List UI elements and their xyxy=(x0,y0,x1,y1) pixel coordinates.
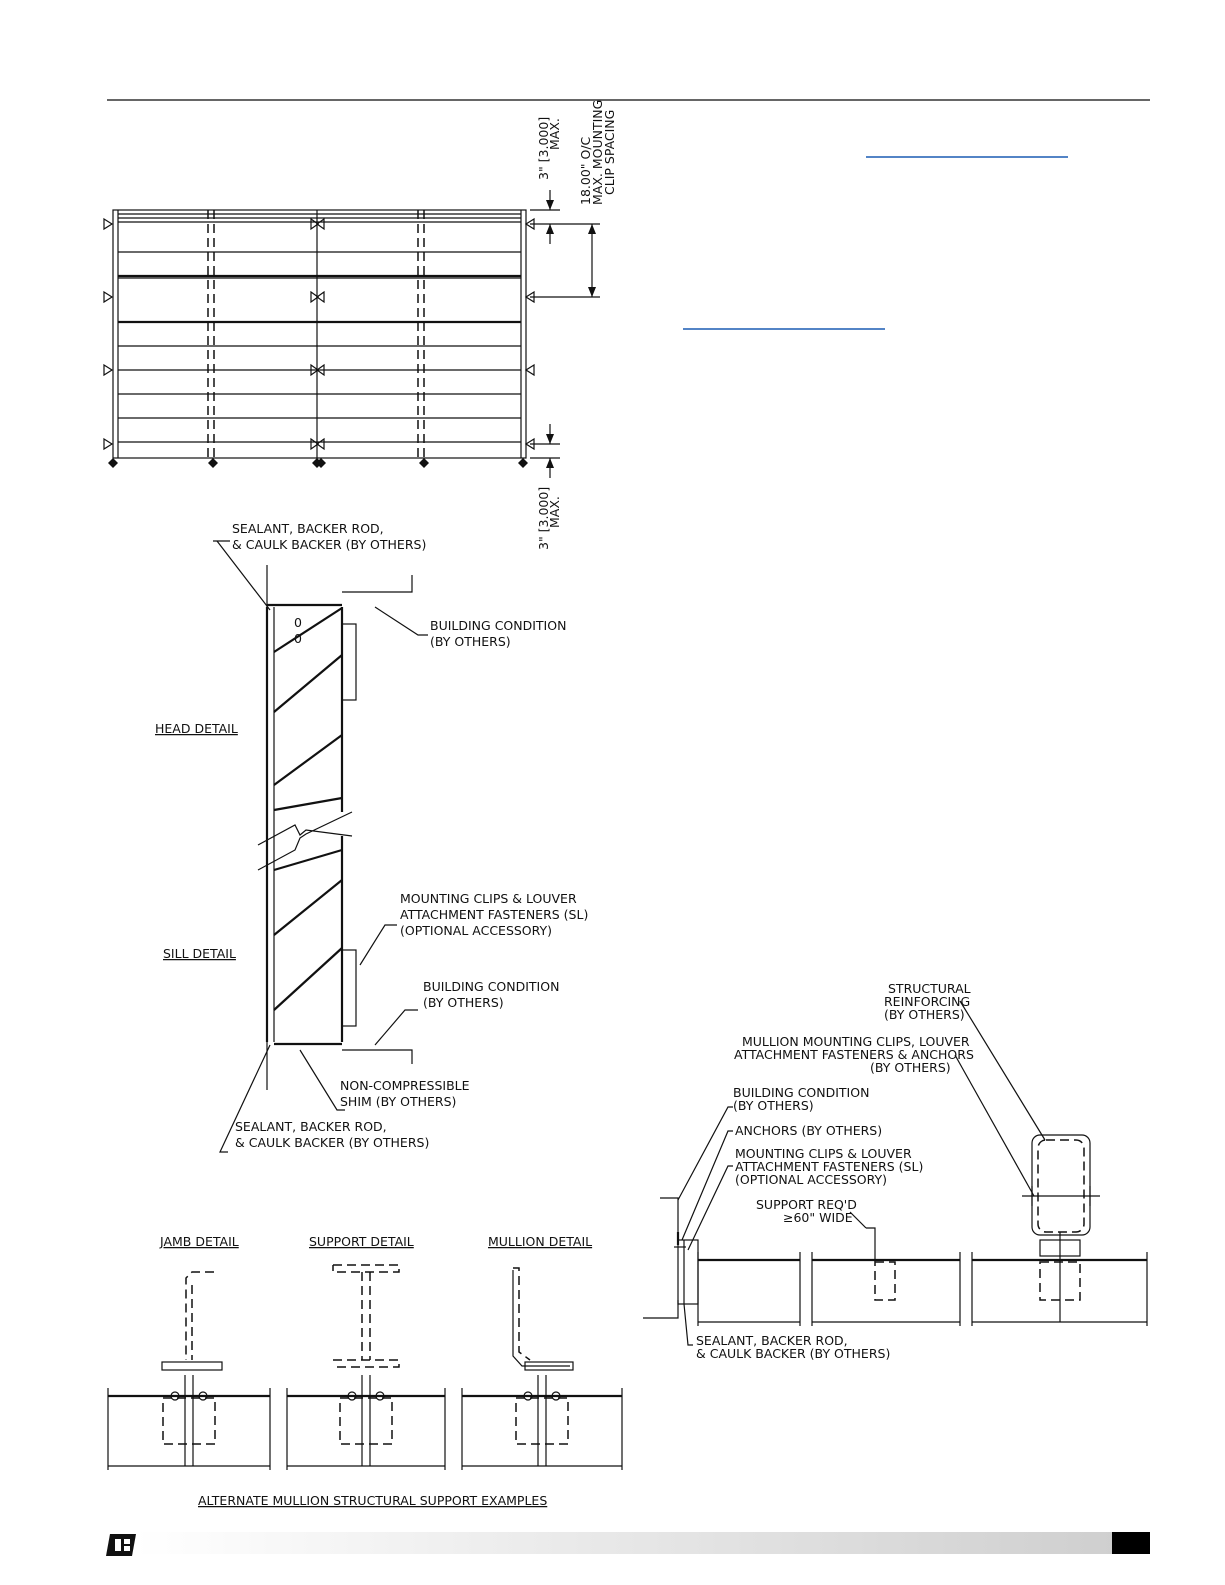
sealant-top-line1: SEALANT, BACKER ROD, xyxy=(232,521,384,536)
alternates-caption: ALTERNATE MULLION STRUCTURAL SUPPORT EXA… xyxy=(198,1493,547,1508)
plan-anchors: ANCHORS (BY OTHERS) xyxy=(735,1123,882,1138)
head-detail-label: HEAD DETAIL xyxy=(155,721,238,736)
structural-line1: STRUCTURAL xyxy=(888,981,971,996)
company-logo-icon xyxy=(106,1534,136,1556)
dim-spacing-line3: CLIP SPACING xyxy=(602,110,617,195)
mullion-clips-line3: (BY OTHERS) xyxy=(870,1060,951,1075)
plan-building-line1: BUILDING CONDITION xyxy=(733,1085,869,1100)
jamb-detail-label: JAMB DETAIL xyxy=(159,1234,239,1249)
plan-clips-line3: (OPTIONAL ACCESSORY) xyxy=(735,1172,887,1187)
structural-line3: (BY OTHERS) xyxy=(884,1007,965,1022)
building-bottom-line1: BUILDING CONDITION xyxy=(423,979,559,994)
support-detail-label: SUPPORT DETAIL xyxy=(309,1234,414,1249)
alternate-support-details: JAMB DETAIL SUPPORT DETAIL MULLION DETAI… xyxy=(107,1234,623,1508)
dim-bottom-max: MAX. xyxy=(547,496,562,528)
support-line2: ≥60" WIDE xyxy=(783,1210,853,1225)
mullion-clips-line2: ATTACHMENT FASTENERS & ANCHORS xyxy=(734,1047,974,1062)
plan-sealant-line1: SEALANT, BACKER ROD, xyxy=(696,1333,848,1348)
dim-spacing-line2: MAX. MOUNTING xyxy=(590,100,605,205)
mullion-detail-label: MULLION DETAIL xyxy=(488,1234,592,1249)
svg-text:0: 0 xyxy=(294,631,302,646)
dim-top-max: MAX. xyxy=(547,118,562,150)
sill-detail-label: SILL DETAIL xyxy=(163,946,236,961)
building-top-line2: (BY OTHERS) xyxy=(430,634,511,649)
shim-line1: NON-COMPRESSIBLE xyxy=(340,1078,470,1093)
louver-section: 0 0 SEALANT, BACKER ROD, & CAULK BACKER … xyxy=(155,521,588,1153)
dim-bottom-value: 3" [3.000] xyxy=(536,487,551,550)
dim-top-value: 3" [3.000] xyxy=(536,117,551,180)
louver-elevation: 3" [3.000] MAX. 18.00" O/C MAX. MOUNTING… xyxy=(103,100,617,550)
building-bottom-line2: (BY OTHERS) xyxy=(423,995,504,1010)
page-number-box xyxy=(1112,1532,1150,1554)
structural-line2: REINFORCING xyxy=(884,994,970,1009)
svg-text:0: 0 xyxy=(294,615,302,630)
sealant-bottom-line1: SEALANT, BACKER ROD, xyxy=(235,1119,387,1134)
support-line1: SUPPORT REQ'D xyxy=(756,1197,857,1212)
clips-line3: (OPTIONAL ACCESSORY) xyxy=(400,923,552,938)
plan-clips-line2: ATTACHMENT FASTENERS (SL) xyxy=(735,1159,923,1174)
shim-line2: SHIM (BY OTHERS) xyxy=(340,1094,456,1109)
building-top-line1: BUILDING CONDITION xyxy=(430,618,566,633)
plan-detail: STRUCTURAL REINFORCING (BY OTHERS) MULLI… xyxy=(643,981,1148,1361)
sealant-bottom-line2: & CAULK BACKER (BY OTHERS) xyxy=(235,1135,429,1150)
plan-clips-line1: MOUNTING CLIPS & LOUVER xyxy=(735,1146,912,1161)
plan-sealant-line2: & CAULK BACKER (BY OTHERS) xyxy=(696,1346,890,1361)
plan-building-line2: (BY OTHERS) xyxy=(733,1098,814,1113)
clips-line1: MOUNTING CLIPS & LOUVER xyxy=(400,891,577,906)
footer-bar xyxy=(135,1532,1115,1554)
sealant-top-line2: & CAULK BACKER (BY OTHERS) xyxy=(232,537,426,552)
mullion-clips-line1: MULLION MOUNTING CLIPS, LOUVER xyxy=(742,1034,970,1049)
dim-spacing-line1: 18.00" O/C xyxy=(578,136,593,205)
clips-line2: ATTACHMENT FASTENERS (SL) xyxy=(400,907,588,922)
